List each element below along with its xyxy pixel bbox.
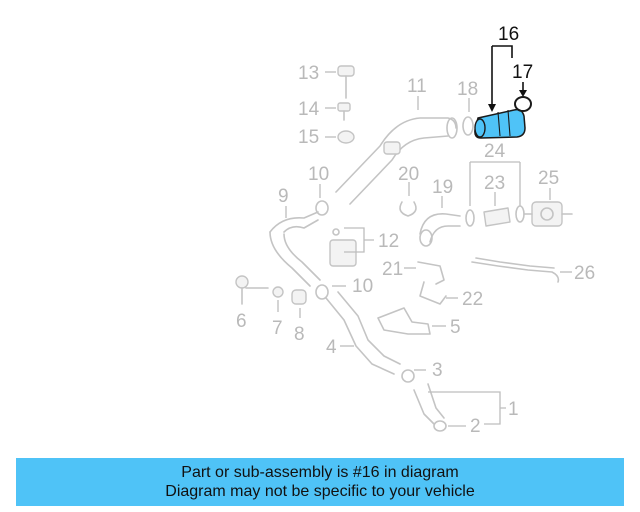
part-25-valve[interactable] (523, 188, 573, 227)
callout-7[interactable]: 7 (272, 318, 283, 339)
part-9-hose[interactable] (269, 206, 321, 287)
callout-11[interactable]: 11 (407, 76, 427, 97)
part-1-hose[interactable] (413, 383, 506, 425)
part-17-oring[interactable] (514, 96, 532, 112)
callout-14[interactable]: 14 (298, 99, 320, 120)
callout-13[interactable]: 13 (298, 63, 319, 84)
callout-26[interactable]: 26 (574, 263, 595, 284)
callout-10-lower[interactable]: 10 (352, 276, 373, 297)
callout-9[interactable]: 9 (278, 186, 289, 207)
banner-line-1: Part or sub-assembly is #16 in diagram (181, 464, 459, 481)
callout-10-upper[interactable]: 10 (308, 164, 329, 185)
callout-23[interactable]: 23 (484, 173, 505, 194)
part-10-clamp-lower[interactable] (315, 284, 346, 300)
part-22-bracket[interactable] (419, 281, 458, 305)
part-15-nut[interactable] (325, 130, 355, 144)
callout-21[interactable]: 21 (382, 259, 403, 280)
callout-2[interactable]: 2 (470, 416, 481, 437)
callout-16[interactable]: 16 (498, 24, 519, 45)
part-7-washer[interactable] (272, 286, 284, 312)
info-banner: Part or sub-assembly is #16 in diagram D… (16, 458, 624, 506)
part-26-line[interactable] (471, 257, 572, 283)
part-10-clamp-upper[interactable] (315, 184, 329, 216)
callout-20[interactable]: 20 (398, 164, 419, 185)
part-21-bracket[interactable] (404, 261, 445, 285)
callout-17[interactable]: 17 (512, 62, 533, 83)
part-6-bolt[interactable] (235, 275, 269, 305)
callout-16-leader (488, 45, 527, 112)
banner-line-2: Diagram may not be specific to your vehi… (165, 483, 475, 500)
part-19-hose[interactable] (419, 196, 461, 247)
callout-25[interactable]: 25 (538, 168, 559, 189)
part-16-highlighted[interactable] (474, 108, 526, 139)
callout-12[interactable]: 12 (378, 231, 399, 252)
callout-15[interactable]: 15 (298, 127, 319, 148)
part-14-bolt[interactable] (325, 102, 351, 121)
callout-6[interactable]: 6 (236, 311, 247, 332)
callout-8[interactable]: 8 (294, 324, 305, 345)
part-13-bolt[interactable] (325, 65, 355, 99)
callout-1[interactable]: 1 (508, 399, 519, 420)
part-20-clip[interactable] (399, 182, 417, 217)
callout-5[interactable]: 5 (450, 317, 461, 338)
part-18-clamp[interactable] (462, 98, 474, 136)
callout-24[interactable]: 24 (484, 141, 506, 162)
callout-19[interactable]: 19 (432, 177, 453, 198)
parts-diagram: 16 17 13 14 15 11 18 10 (235, 24, 595, 437)
callout-4[interactable]: 4 (326, 337, 337, 358)
callout-22[interactable]: 22 (462, 289, 483, 310)
part-8-grommet[interactable] (291, 289, 307, 318)
part-11-hose[interactable]: 11 (335, 76, 458, 205)
callout-3[interactable]: 3 (432, 360, 443, 381)
part-3-clamp[interactable] (401, 369, 426, 383)
part-2-clamp[interactable] (433, 420, 466, 432)
part-23-hose[interactable] (483, 192, 511, 227)
part-5-bracket[interactable] (377, 307, 446, 335)
part-4-hose[interactable] (325, 291, 401, 375)
callout-18[interactable]: 18 (457, 79, 478, 100)
part-12-bracket[interactable] (329, 227, 374, 267)
